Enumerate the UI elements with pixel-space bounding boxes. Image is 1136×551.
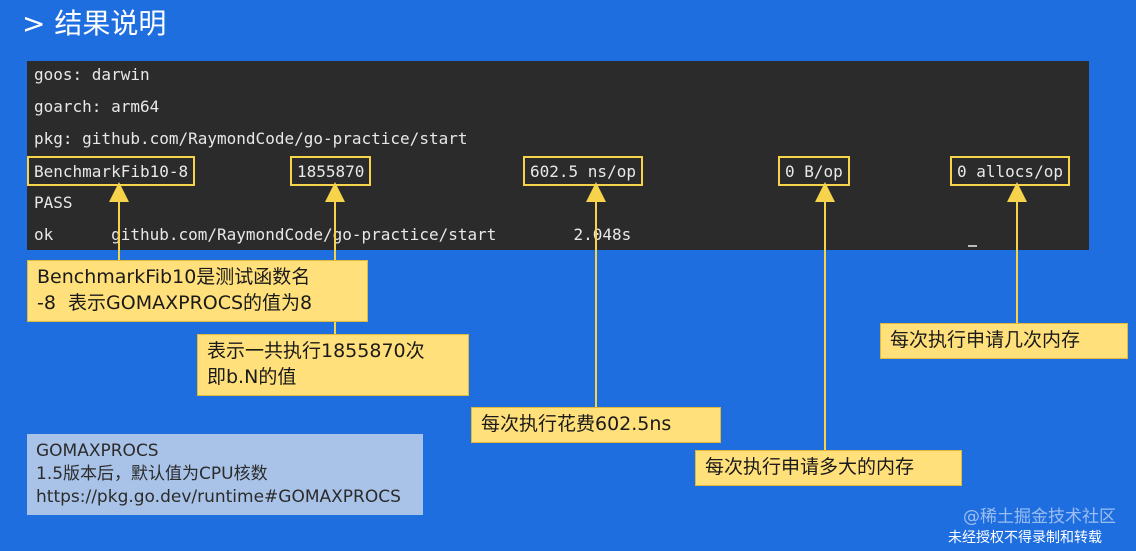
- note-iterations: 表示一共执行1855870次 即b.N的值: [197, 334, 469, 396]
- terminal-cursor: [968, 245, 977, 247]
- terminal-line-pkg: pkg: github.com/RaymondCode/go-practice/…: [34, 129, 468, 148]
- bytes-per-op-highlight: 0 B/op: [778, 156, 850, 186]
- slide-title: > 结果说明: [22, 7, 167, 40]
- terminal-line-ok: ok github.com/RaymondCode/go-practice/st…: [34, 225, 632, 244]
- gomaxprocs-info-box: GOMAXPROCS 1.5版本后，默认值为CPU核数 https://pkg.…: [27, 434, 423, 515]
- benchmark-name-highlight: BenchmarkFib10-8: [27, 156, 196, 186]
- allocs-per-op-highlight: 0 allocs/op: [950, 156, 1070, 186]
- watermark-notice: 未经授权不得录制和转载: [948, 530, 1102, 546]
- terminal-line-goos: goos: darwin: [34, 65, 150, 84]
- ns-per-op-highlight: 602.5 ns/op: [523, 156, 643, 186]
- note-ns-per-op: 每次执行花费602.5ns: [471, 407, 721, 443]
- terminal-output: goos: darwin goarch: arm64 pkg: github.c…: [27, 61, 1089, 250]
- note-bytes-per-op: 每次执行申请多大的内存: [695, 450, 962, 486]
- terminal-line-goarch: goarch: arm64: [34, 97, 160, 116]
- note-benchmark-name: BenchmarkFib10是测试函数名 -8 表示GOMAXPROCS的值为8: [27, 260, 368, 322]
- iterations-highlight: 1855870: [290, 156, 372, 186]
- watermark: @稀土掘金技术社区: [963, 507, 1116, 527]
- note-allocs-per-op: 每次执行申请几次内存: [880, 323, 1128, 359]
- terminal-line-pass: PASS: [34, 193, 73, 212]
